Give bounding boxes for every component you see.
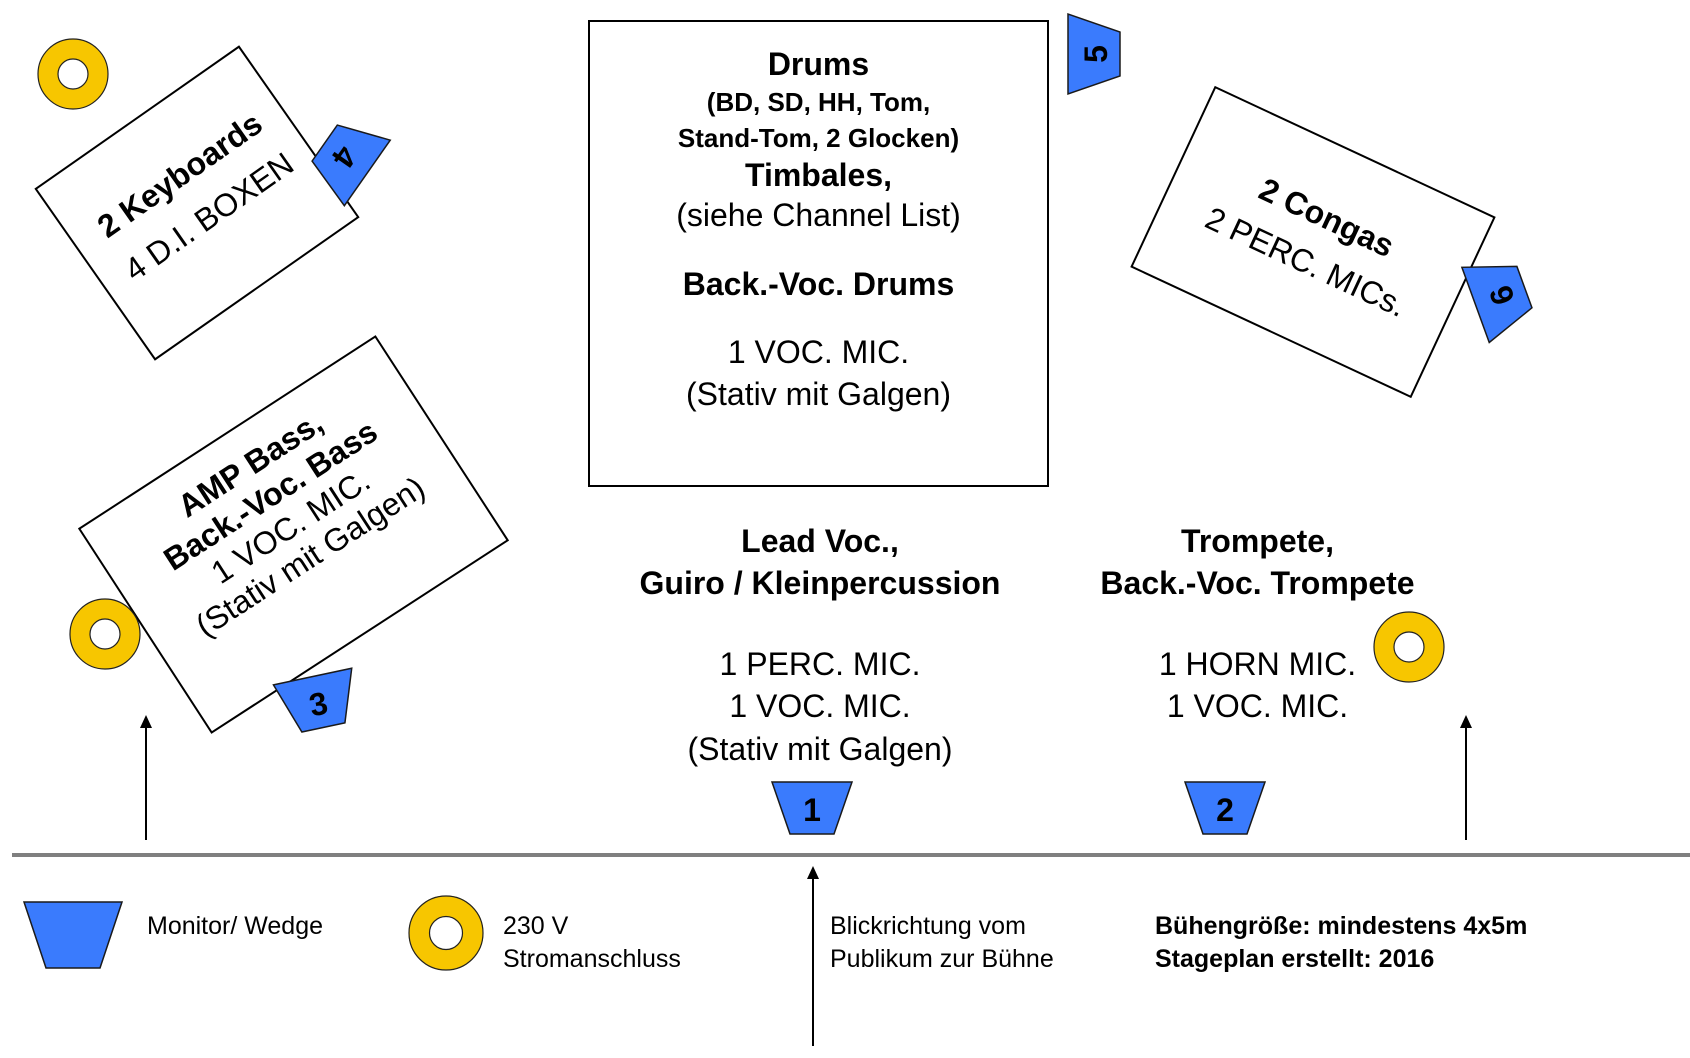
legend-power-label: 230 V Stromanschluss bbox=[503, 910, 681, 975]
drums-area bbox=[588, 20, 1049, 487]
wedge-icon bbox=[1183, 781, 1267, 835]
drums-components-line2: Stand-Tom, 2 Glocken) bbox=[677, 122, 960, 153]
legend-direction-line2: Publikum zur Bühne bbox=[830, 944, 1054, 973]
lead-perc-mic-label: 1 PERC. MIC. bbox=[719, 645, 921, 682]
lead-voc-mic-label: 1 VOC. MIC. bbox=[729, 688, 911, 725]
arrow-up-icon bbox=[1460, 715, 1472, 840]
power-outlet-icon bbox=[1373, 611, 1445, 683]
wedge-icon bbox=[272, 667, 353, 733]
monitor-wedge-5: 5 bbox=[1066, 12, 1122, 96]
monitor-number-2: 2 bbox=[1216, 792, 1234, 828]
legend-power-line2: Stromanschluss bbox=[503, 944, 681, 973]
lead-vocals-group: Lead Voc., Guiro / Kleinpercussion 1 PER… bbox=[590, 522, 1050, 768]
wedge-icon bbox=[1460, 265, 1533, 344]
drums-mic-label: 1 VOC. MIC. bbox=[727, 333, 910, 370]
trumpet-horn-mic-label: 1 HORN MIC. bbox=[1158, 645, 1357, 682]
wedge-icon bbox=[22, 901, 124, 969]
stage-size-label: Bühengröße: mindestens 4x5m bbox=[1155, 912, 1528, 940]
arrow-up-icon bbox=[140, 715, 152, 840]
legend-direction-line1: Blickrichtung vom bbox=[830, 912, 1026, 940]
legend-monitor-label: Monitor/ Wedge bbox=[147, 912, 324, 940]
drums-label-group: Drums (BD, SD, HH, Tom, Stand-Tom, 2 Glo… bbox=[588, 45, 1049, 414]
power-outlet-icon bbox=[37, 38, 109, 110]
drums-title: Drums bbox=[767, 46, 870, 82]
stageplan-created-label: Stageplan erstellt: 2016 bbox=[1155, 944, 1435, 973]
wedge-icon bbox=[311, 124, 392, 207]
drums-components-line1: (BD, SD, HH, Tom, bbox=[706, 87, 931, 118]
timbales-label: Timbales, bbox=[744, 156, 893, 193]
wedge-icon bbox=[770, 781, 854, 835]
stage-info: Bühengröße: mindestens 4x5m Stageplan er… bbox=[1155, 910, 1527, 975]
monitor-wedge-1: 1 bbox=[770, 780, 854, 836]
lead-title-line1: Lead Voc., bbox=[741, 523, 899, 559]
drums-stand-label: (Stativ mit Galgen) bbox=[686, 376, 951, 413]
monitor-number-1: 1 bbox=[803, 792, 821, 828]
trumpet-group: Trompete, Back.-Voc. Trompete 1 HORN MIC… bbox=[1060, 522, 1455, 726]
monitor-wedge-6: 6 bbox=[1459, 247, 1540, 345]
trumpet-title-line2: Back.-Voc. Trompete bbox=[1100, 565, 1415, 602]
monitor-wedge-2: 2 bbox=[1183, 780, 1267, 836]
stage-front-line bbox=[12, 853, 1690, 857]
legend-direction-arrow-icon bbox=[807, 866, 819, 1046]
legend-power-line1: 230 V bbox=[503, 912, 569, 940]
wedge-icon bbox=[1067, 12, 1121, 96]
power-outlet-icon bbox=[69, 598, 141, 670]
legend-monitor-symbol bbox=[22, 900, 124, 970]
drums-backvoc-label: Back.-Voc. Drums bbox=[682, 265, 955, 302]
legend-power-symbol bbox=[408, 895, 484, 971]
monitor-wedge-3: 3 bbox=[271, 666, 365, 738]
legend-direction-label: Blickrichtung vom Publikum zur Bühne bbox=[830, 910, 1054, 975]
channel-list-note: (siehe Channel List) bbox=[676, 197, 961, 234]
lead-stand-label: (Stativ mit Galgen) bbox=[687, 730, 953, 767]
monitor-wedge-4: 4 bbox=[299, 108, 393, 209]
trumpet-title-line1: Trompete, bbox=[1181, 523, 1334, 559]
congas-area: 2 Congas 2 PERC. MICs. bbox=[1130, 85, 1496, 399]
trumpet-voc-mic-label: 1 VOC. MIC. bbox=[1166, 688, 1349, 725]
lead-title-line2: Guiro / Kleinpercussion bbox=[639, 565, 1001, 602]
bass-area: AMP Bass, Back.-Voc. Bass 1 VOC. MIC. (S… bbox=[77, 335, 510, 734]
monitor-number-5: 5 bbox=[1078, 45, 1114, 63]
